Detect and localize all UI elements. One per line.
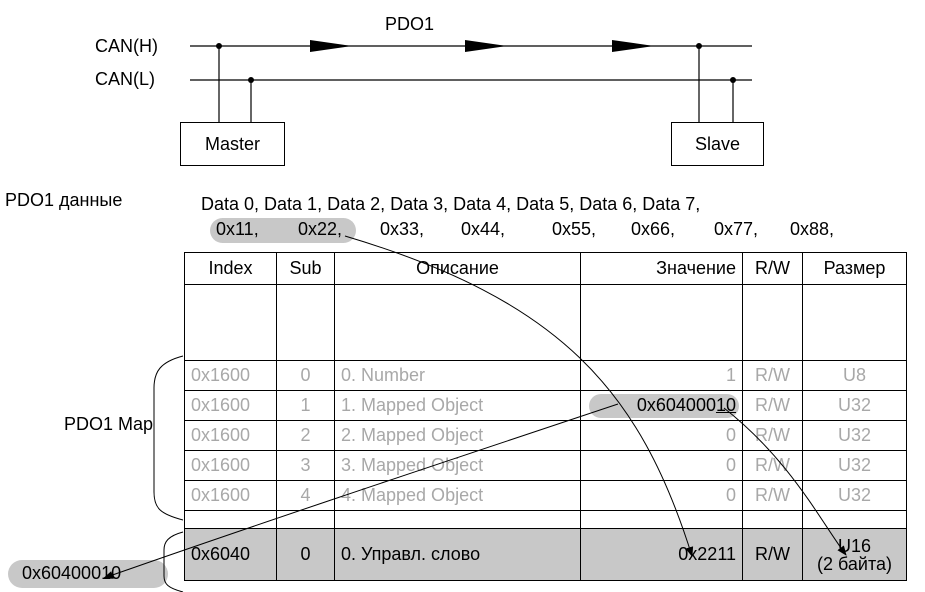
- mapped-value-main: 0x604000: [636, 395, 716, 415]
- cell-rw: R/W: [742, 420, 803, 451]
- cell-size: U32: [802, 480, 907, 511]
- cell-rw: R/W: [742, 360, 803, 391]
- result-value: 0x60400010: [22, 563, 122, 583]
- size-bytes: (2 байта): [816, 553, 892, 574]
- cell-description: 0. Number: [334, 360, 581, 391]
- pdo1-map-label: PDO1 Map: [64, 414, 154, 434]
- cell-description: 1. Mapped Object: [334, 390, 581, 421]
- table-header-row: Index Sub Описание Значение R/W Размер: [184, 252, 907, 285]
- cell-rw: R/W: [742, 480, 803, 511]
- header-description: Описание: [334, 252, 581, 285]
- cell-size: U32: [802, 450, 907, 481]
- arrow-length-to-size: [723, 407, 847, 556]
- map-brace: [153, 355, 184, 521]
- table-spacer-row: [184, 284, 907, 361]
- header-size: Размер: [802, 252, 907, 285]
- master-box: Master: [180, 122, 285, 166]
- byte-value-4: 0x55,: [552, 219, 597, 239]
- cell-value: 0x2211: [580, 528, 743, 581]
- target-brace: [163, 531, 184, 592]
- mapped-value-length: 10: [715, 395, 736, 415]
- byte-value-3: 0x44,: [461, 219, 506, 239]
- cell-sub: 0: [276, 528, 335, 581]
- cell-size: U32: [802, 390, 907, 421]
- cell-size: U16 (2 байта): [802, 528, 907, 581]
- byte-value-5: 0x66,: [631, 219, 676, 239]
- byte-value-1: 0x22,: [298, 219, 343, 239]
- pdo1-data-label: PDO1 данные: [5, 190, 123, 210]
- can-l-label: CAN(L): [95, 69, 156, 89]
- cell-index: 0x6040: [184, 528, 277, 581]
- table-row-target: 0x6040 0 0. Управл. слово 0x2211 R/W U16…: [184, 528, 907, 581]
- highlight-bytes: [210, 218, 356, 243]
- table-row: 0x1600 2 2. Mapped Object 0 R/W U32: [184, 420, 907, 451]
- arrow-bytes-to-value: [344, 235, 694, 557]
- table-spacer-row: [184, 510, 907, 529]
- arrow-mapped-to-result: [103, 403, 619, 579]
- cell-value-mapped: 0x60400010: [580, 390, 743, 421]
- table-row: 0x1600 0 0. Number 1 R/W U8: [184, 360, 907, 391]
- byte-value-2: 0x33,: [380, 219, 425, 239]
- bus-arrow-2: [465, 40, 507, 52]
- cell-index: 0x1600: [184, 360, 277, 391]
- can-h-label: CAN(H): [95, 36, 158, 56]
- bus-arrow-1: [310, 40, 352, 52]
- cell-index: 0x1600: [184, 450, 277, 481]
- cell-index: 0x1600: [184, 480, 277, 511]
- cell-value: 0: [580, 480, 743, 511]
- cell-sub: 2: [276, 420, 335, 451]
- header-sub: Sub: [276, 252, 335, 285]
- cell-description: 3. Mapped Object: [334, 450, 581, 481]
- pdo1-data-header: Data 0, Data 1, Data 2, Data 3, Data 4, …: [201, 194, 701, 214]
- cell-description: 0. Управл. слово: [334, 528, 581, 581]
- table-row: 0x1600 3 3. Mapped Object 0 R/W U32: [184, 450, 907, 481]
- object-dictionary-table: Index Sub Описание Значение R/W Размер 0…: [184, 252, 907, 581]
- cell-description: 2. Mapped Object: [334, 420, 581, 451]
- highlight-mapped-value: [589, 394, 739, 418]
- bus-arrow-3: [612, 40, 654, 52]
- header-index: Index: [184, 252, 277, 285]
- byte-value-7: 0x88,: [790, 219, 835, 239]
- cell-size: U32: [802, 420, 907, 451]
- byte-value-0: 0x11,: [216, 219, 259, 239]
- byte-value-6: 0x77,: [714, 219, 759, 239]
- pdo1-title: PDO1: [385, 14, 435, 34]
- slave-box: Slave: [671, 122, 764, 166]
- table-row: 0x1600 4 4. Mapped Object 0 R/W U32: [184, 480, 907, 511]
